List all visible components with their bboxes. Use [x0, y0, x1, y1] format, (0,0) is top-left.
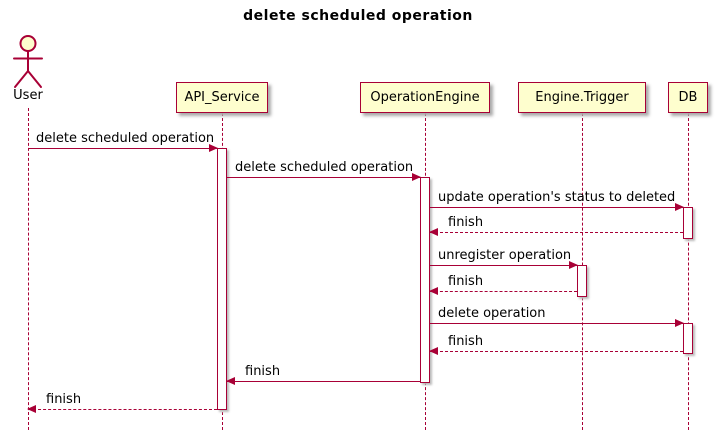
message-label: finish [46, 391, 82, 407]
message-label: delete scheduled operation [235, 159, 414, 175]
lifeline-db [687, 113, 689, 430]
participant-label: Engine.Trigger [535, 90, 629, 105]
participant-operation-engine: OperationEngine [360, 82, 490, 113]
message-label: delete operation [438, 305, 546, 321]
activation-bar-db-1 [683, 207, 693, 239]
activation-bar-api-service [217, 148, 227, 410]
actor-icon [10, 34, 46, 94]
arrowhead-right-icon [569, 260, 578, 269]
participant-db: DB [668, 82, 708, 113]
return-message-line [430, 290, 577, 292]
message-label: finish [448, 273, 484, 289]
arrowhead-right-icon [412, 172, 421, 181]
activation-bar-db-2 [683, 323, 693, 354]
participant-engine-trigger: Engine.Trigger [518, 82, 646, 113]
arrowhead-left-icon [27, 404, 36, 413]
arrowhead-right-icon [209, 143, 218, 152]
message-label: finish [448, 333, 484, 349]
message-line [28, 147, 217, 149]
participant-label: OperationEngine [370, 90, 480, 105]
message-line [430, 264, 577, 266]
lifeline-user [27, 108, 29, 430]
actor-label: User [13, 88, 43, 103]
diagram-title: delete scheduled operation [243, 8, 473, 24]
return-message-line [28, 408, 217, 410]
message-label: unregister operation [438, 247, 572, 263]
activation-bar-engine-trigger [577, 265, 587, 297]
arrowhead-left-icon [429, 286, 438, 295]
participant-label: API_Service [184, 90, 260, 105]
return-message-line [430, 350, 683, 352]
arrowhead-right-icon [675, 202, 684, 211]
participant-label: DB [678, 90, 698, 105]
participant-api-service: API_Service [176, 82, 268, 113]
message-label: finish [448, 214, 484, 230]
message-line [227, 176, 420, 178]
message-label: finish [245, 363, 281, 379]
arrowhead-right-icon [675, 318, 684, 327]
message-line [430, 322, 683, 324]
message-line [227, 380, 420, 382]
return-message-line [430, 231, 683, 233]
arrowhead-left-icon [226, 376, 235, 385]
arrowhead-left-icon [429, 346, 438, 355]
arrowhead-left-icon [429, 227, 438, 236]
message-label: update operation's status to deleted [438, 189, 676, 205]
message-line [430, 206, 683, 208]
activation-bar-operation-engine [420, 177, 430, 383]
message-label: delete scheduled operation [36, 130, 215, 146]
